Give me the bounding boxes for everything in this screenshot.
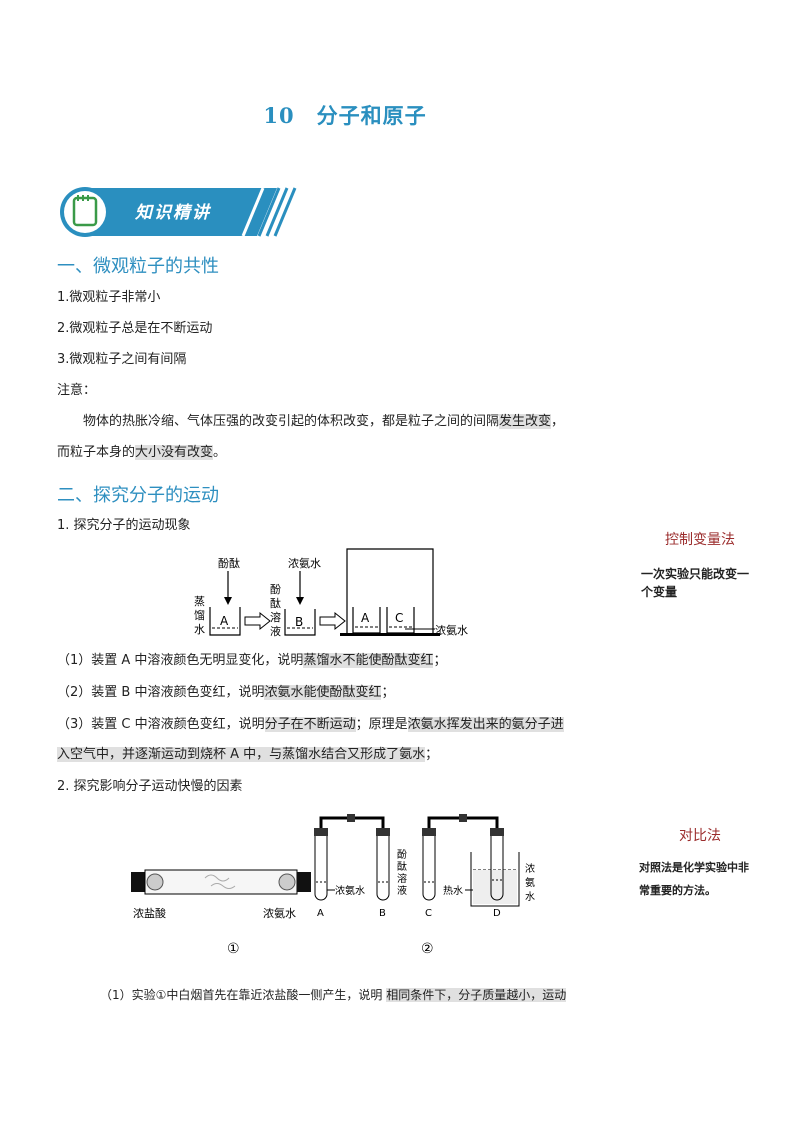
observation-3: （3）装置 C 中溶液颜色变红，说明分子在不断运动；原理是浓氨水挥发出来的氨分子… xyxy=(57,716,564,734)
cotton-right xyxy=(278,873,296,891)
phenol-sol-label: 酚 xyxy=(397,849,407,861)
test-tube-b xyxy=(376,836,390,901)
phenol-sol-label: 液 xyxy=(397,884,407,897)
experiment-1-mark: ① xyxy=(227,941,240,957)
note-text: 而粒子本身的 xyxy=(57,445,136,460)
subheading-1: 1. 探究分子的运动现象 xyxy=(57,518,191,533)
test-tube-d xyxy=(490,836,504,901)
side-method-1-text: 一次实验只能改变一 xyxy=(641,567,750,581)
observation-highlight: 分子在不断运动 xyxy=(264,717,356,732)
observation-text: ； xyxy=(381,685,395,700)
ammonia-vertical-label: 水 xyxy=(525,891,535,903)
note-highlight: 发生改变 xyxy=(499,414,552,429)
label-ammonia-top: 浓氨水 xyxy=(288,557,321,570)
beaker-a xyxy=(209,607,241,636)
observation-highlight: 入空气中，并逐渐运动到烧杯 A 中，与蒸馏水结合又形成了氨水 xyxy=(57,747,426,762)
label-distilled: 水 xyxy=(194,623,205,636)
note-paragraph-line-2: 而粒子本身的大小没有改变。 xyxy=(57,444,226,462)
note-highlight: 大小没有改变 xyxy=(135,445,214,460)
tube-a-label: A xyxy=(317,908,324,919)
cotton-left xyxy=(146,873,164,891)
side-method-2-text: 对照法是化学实验中非 xyxy=(639,861,749,874)
tube-c-label: C xyxy=(425,908,432,919)
ammonia-vertical-label: 浓 xyxy=(525,863,535,875)
label-phenol: 酚酞 xyxy=(218,556,240,570)
experiment-conclusion: （1）实验①中白烟首先在靠近浓盐酸一侧产生，说明 相同条件下，分子质量越小，运动 xyxy=(100,986,567,1004)
side-method-1-title: 控制变量法 xyxy=(665,532,735,548)
side-method-1-text: 个变量 xyxy=(641,585,678,599)
observation-2: （2）装置 B 中溶液颜色变红，说明浓氨水能使酚酞变红； xyxy=(57,684,395,702)
note-paragraph-line-1: 物体的热胀冷缩、气体压强的改变引起的体积改变，都是粒子之间的间隔发生改变， xyxy=(83,413,564,431)
list-item: 2.微观粒子总是在不断运动 xyxy=(57,321,213,336)
phenol-sol-label: 酞 xyxy=(397,860,407,873)
section-heading-2: 二、探究分子的运动 xyxy=(57,485,219,506)
phenol-sol-label: 溶 xyxy=(397,872,407,885)
experiment-figure-2: 浓盐酸 浓氨水 ① 浓氨水 A B 酚 酞 溶 液 热水 C D 浓 氨 水 ② xyxy=(131,814,535,957)
observation-1: （1）装置 A 中溶液颜色无明显变化，说明蒸馏水不能使酚酞变红； xyxy=(57,652,446,670)
ammonia-vertical-label: 氨 xyxy=(525,876,535,889)
label-phenol-sol: 酚 xyxy=(270,582,281,596)
test-tube-a xyxy=(314,836,328,901)
beaker-a2-label: A xyxy=(361,611,370,625)
beaker-a-label: A xyxy=(220,614,229,628)
conclusion-highlight: 相同条件下，分子质量越小，运动 xyxy=(386,988,567,1002)
notebook-icon xyxy=(72,196,98,227)
banner-label: 知识精讲 xyxy=(135,203,211,223)
section-banner: 知识精讲 xyxy=(57,186,297,238)
observation-highlight: 浓氨水挥发出来的氨分子进 xyxy=(407,717,564,732)
observation-text: ； xyxy=(425,747,439,762)
tube-b-label: B xyxy=(379,908,386,919)
beaker-c xyxy=(386,607,415,634)
label-distilled: 蒸 xyxy=(194,595,205,608)
stopper-left xyxy=(131,872,145,892)
note-text: ， xyxy=(551,414,565,429)
beaker-a2 xyxy=(352,607,381,634)
tube-right-label: 浓氨水 xyxy=(263,907,296,920)
tube-d-label: D xyxy=(493,908,501,919)
beaker-c-label: C xyxy=(395,611,403,625)
bell-jar xyxy=(346,548,434,633)
observation-text: （1）装置 A 中溶液颜色无明显变化，说明 xyxy=(57,653,304,668)
experiment-figure-1: 酚酞 蒸 馏 水 A 浓氨水 酚 酞 溶 液 B A C 浓氨水 xyxy=(194,548,468,638)
observation-text: ； xyxy=(433,653,447,668)
note-label: 注意： xyxy=(57,383,97,398)
test-tube-c xyxy=(422,836,436,901)
observation-text: （3）装置 C 中溶液颜色变红，说明 xyxy=(57,717,265,732)
tube-left-label: 浓盐酸 xyxy=(133,906,166,920)
stopper-right xyxy=(297,872,311,892)
section-heading-1: 一、微观粒子的共性 xyxy=(57,256,219,277)
observation-3-line-2: 入空气中，并逐渐运动到烧杯 A 中，与蒸馏水结合又形成了氨水； xyxy=(57,746,438,764)
label-phenol-sol: 液 xyxy=(270,624,281,638)
arrow-icon xyxy=(244,611,271,631)
beaker-b-label: B xyxy=(295,615,303,629)
banner-background xyxy=(60,187,297,237)
list-item: 1.微观粒子非常小 xyxy=(57,290,161,305)
label-ammonia-right: 浓氨水 xyxy=(435,624,468,637)
page-title: 10 分子和原子 xyxy=(263,103,427,128)
side-method-2-title: 对比法 xyxy=(679,828,721,844)
beaker-b xyxy=(284,609,316,636)
side-method-2-text: 常重要的方法。 xyxy=(639,884,716,897)
label-distilled: 馏 xyxy=(194,608,205,622)
note-text: 。 xyxy=(213,445,227,460)
experiment-2-mark: ② xyxy=(421,941,434,957)
label-phenol-sol: 溶 xyxy=(270,610,281,624)
ammonia-label: 浓氨水 xyxy=(335,884,365,897)
observation-text: ；原理是 xyxy=(355,717,408,732)
hot-water-label: 热水 xyxy=(443,884,463,897)
beaker-hot-water xyxy=(470,852,520,907)
observation-text: （2）装置 B 中溶液颜色变红，说明 xyxy=(57,685,265,700)
arrow-icon xyxy=(319,611,346,631)
observation-highlight: 蒸馏水不能使酚酞变红 xyxy=(303,653,434,668)
observation-highlight: 浓氨水能使酚酞变红 xyxy=(264,685,382,700)
list-item: 3.微观粒子之间有间隔 xyxy=(57,352,187,367)
note-text: 物体的热胀冷缩、气体压强的改变引起的体积改变，都是粒子之间的间隔 xyxy=(83,414,500,429)
subheading-2: 2. 探究影响分子运动快慢的因素 xyxy=(57,779,243,794)
label-phenol-sol: 酞 xyxy=(270,596,281,610)
conclusion-text: （1）实验①中白烟首先在靠近浓盐酸一侧产生，说明 xyxy=(100,988,387,1002)
